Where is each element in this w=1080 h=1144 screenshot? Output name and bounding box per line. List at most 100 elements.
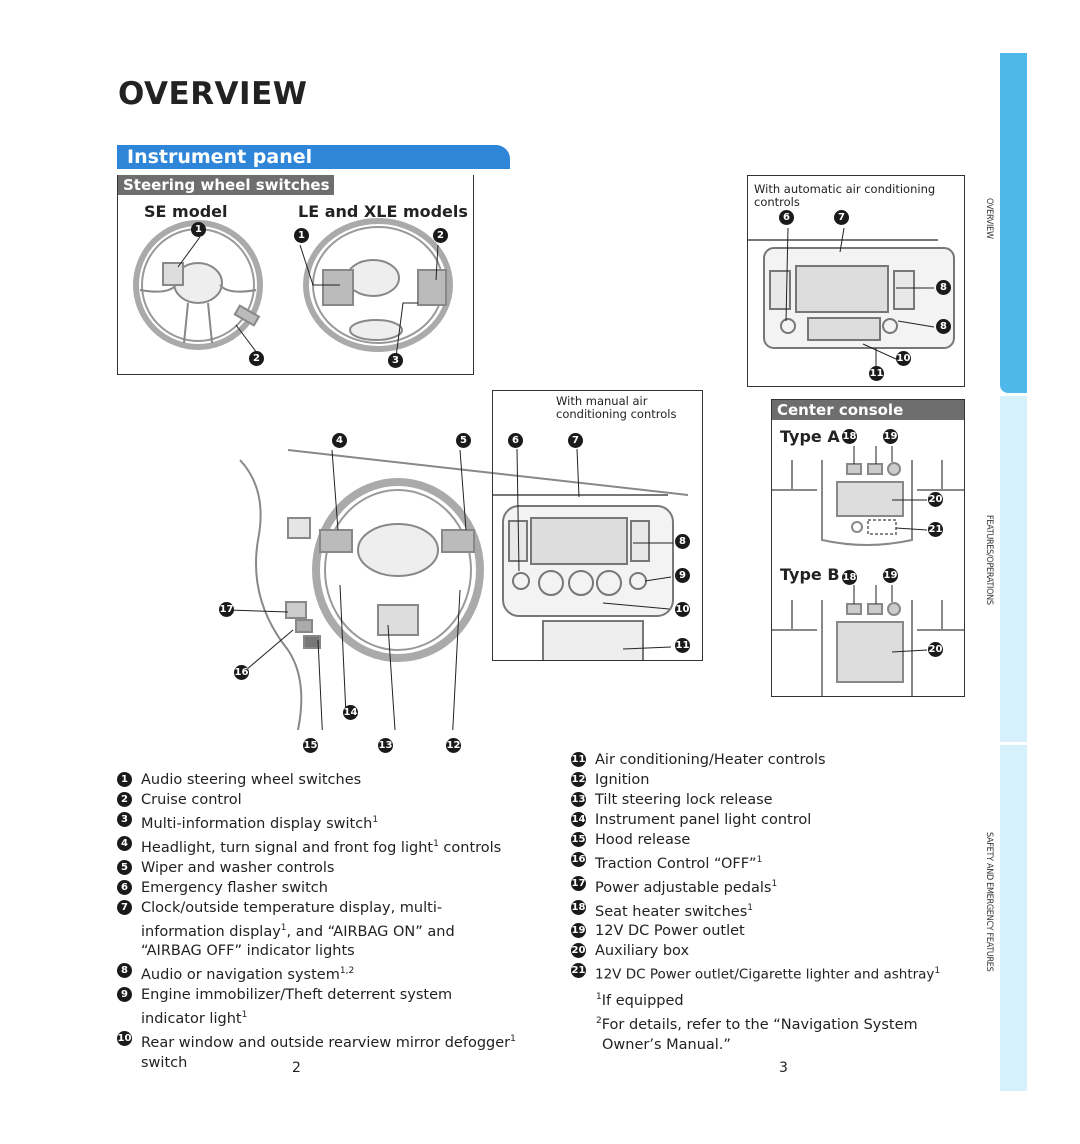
footnotes: 1If equipped 2For details, refer to the … <box>596 987 946 1055</box>
legend-marker: 21 <box>571 963 586 979</box>
footnote-ref: 1 <box>372 815 379 825</box>
marker-20: 20 <box>928 642 943 657</box>
legend-text: Seat heater switches <box>595 903 748 920</box>
legend-marker: 5 <box>117 859 132 875</box>
side-tab-features[interactable] <box>1000 396 1027 742</box>
auto-ac-box: With automatic air conditioning controls… <box>747 175 965 387</box>
steering-wheel-diagrams <box>133 218 453 358</box>
legend-text: Headlight, turn signal and front fog lig… <box>141 839 434 856</box>
legend-marker: 10 <box>117 1031 132 1047</box>
legend-marker: 15 <box>571 832 586 847</box>
legend-marker: 4 <box>117 835 132 851</box>
legend-item: 20 Auxiliary box <box>571 941 971 961</box>
dashboard-diagram <box>228 449 689 730</box>
footnote-ref: 1 <box>771 878 778 889</box>
legend-marker: 17 <box>571 875 586 891</box>
marker-7: 7 <box>568 433 583 448</box>
side-tab-overview[interactable] <box>1000 53 1027 393</box>
center-console-box: Center console Type A Type B 18 19 20 21 <box>771 399 965 697</box>
footnote-ref: 1 <box>934 966 941 977</box>
legend-item: 19 12V DC Power outlet <box>571 921 971 941</box>
legend-item: 17 Power adjustable pedals1 <box>571 874 971 898</box>
legend-text: Auxiliary box <box>595 943 690 960</box>
legend-marker: 12 <box>571 772 586 787</box>
marker-6: 6 <box>779 210 794 225</box>
footnote-ref: 1 <box>280 922 287 933</box>
marker-1: 1 <box>294 228 309 243</box>
marker-13: 13 <box>378 738 393 753</box>
marker-11: 11 <box>675 638 690 653</box>
legend-text: Air conditioning/Heater controls <box>595 752 826 768</box>
footnote-mark: 1 <box>596 992 602 1002</box>
legend-marker: 7 <box>117 899 132 915</box>
marker-2: 2 <box>249 351 264 366</box>
marker-7: 7 <box>834 210 849 225</box>
legend-item: 12 Ignition <box>571 770 971 790</box>
page-number-left: 2 <box>292 1060 301 1076</box>
marker-10: 10 <box>896 351 911 366</box>
legend-text: Audio steering wheel switches <box>141 772 362 788</box>
marker-4: 4 <box>332 433 347 448</box>
footnote-text: If equipped <box>601 992 684 1009</box>
manual-ac-caption: With manual air conditioning controls <box>556 394 677 421</box>
marker-1: 1 <box>191 222 206 237</box>
marker-2: 2 <box>433 228 448 243</box>
legend-text-tail: controls <box>438 839 502 856</box>
side-tab-label-safety: SAFETY AND EMERGENCY FEATURES <box>984 832 994 972</box>
footnote-ref: 1 <box>433 838 439 849</box>
legend-text: Power adjustable pedals <box>595 879 772 896</box>
legend-item: 14 Instrument panel light control <box>571 810 971 830</box>
center-console-header: Center console <box>772 400 964 420</box>
se-model-label: SE model <box>144 202 228 221</box>
type-b-label: Type B <box>780 565 840 584</box>
footnote-ref: 1 <box>510 1034 516 1045</box>
marker-18: 18 <box>842 570 857 585</box>
marker-5: 5 <box>456 433 471 448</box>
legend-text: Ignition <box>595 772 650 788</box>
steering-wheel-header: Steering wheel switches <box>118 175 334 195</box>
type-a-label: Type A <box>780 427 840 446</box>
footnote-text: For details, refer to the “Navigation Sy… <box>601 1016 918 1053</box>
legend-item: 15 Hood release <box>571 830 971 850</box>
section-header-instrument-panel: Instrument panel <box>117 145 510 169</box>
manual-ac-box: With manual air conditioning controls <box>492 390 703 661</box>
side-tab-safety[interactable] <box>1000 745 1027 1091</box>
legend-text-tail: , and “AIRBAG ON” and “AIRBAG OFF” indic… <box>141 923 455 960</box>
footnote-ref: 1 <box>747 902 753 913</box>
legend-marker: 14 <box>571 812 586 827</box>
legend-text: 12V DC Power outlet <box>595 923 745 940</box>
marker-9: 9 <box>675 568 690 583</box>
footnote-ref: 1 <box>241 1010 248 1021</box>
manual-ac-diagram <box>493 448 674 660</box>
center-console-diagram <box>772 446 964 696</box>
legend-text-tail: switch <box>141 1054 188 1071</box>
legend-item: 4 Headlight, turn signal and front fog li… <box>117 834 522 858</box>
legend-marker: 2 <box>117 792 132 807</box>
legend-marker: 9 <box>117 987 132 1003</box>
side-tab-label-features: FEATURES/OPERATIONS <box>984 515 994 605</box>
page-title: OVERVIEW <box>118 76 308 112</box>
legend-text: Hood release <box>595 832 691 848</box>
auto-ac-caption: With automatic air conditioning controls <box>754 182 936 209</box>
legend-text: Tilt steering lock release <box>595 792 773 808</box>
footnote: 1If equipped <box>596 987 946 1011</box>
legend-text: Engine immobilizer/Theft deterrent syste… <box>141 987 453 1028</box>
legend-marker: 19 <box>571 923 586 939</box>
marker-19: 19 <box>883 429 898 444</box>
legend-text: Instrument panel light control <box>595 812 812 828</box>
marker-17: 17 <box>219 602 234 617</box>
legend-text: Audio or navigation system <box>141 967 340 984</box>
legend-marker: 13 <box>571 792 586 807</box>
marker-15: 15 <box>303 738 318 753</box>
footnote-ref: 1,2 <box>339 966 355 977</box>
legend-marker: 20 <box>571 943 586 959</box>
